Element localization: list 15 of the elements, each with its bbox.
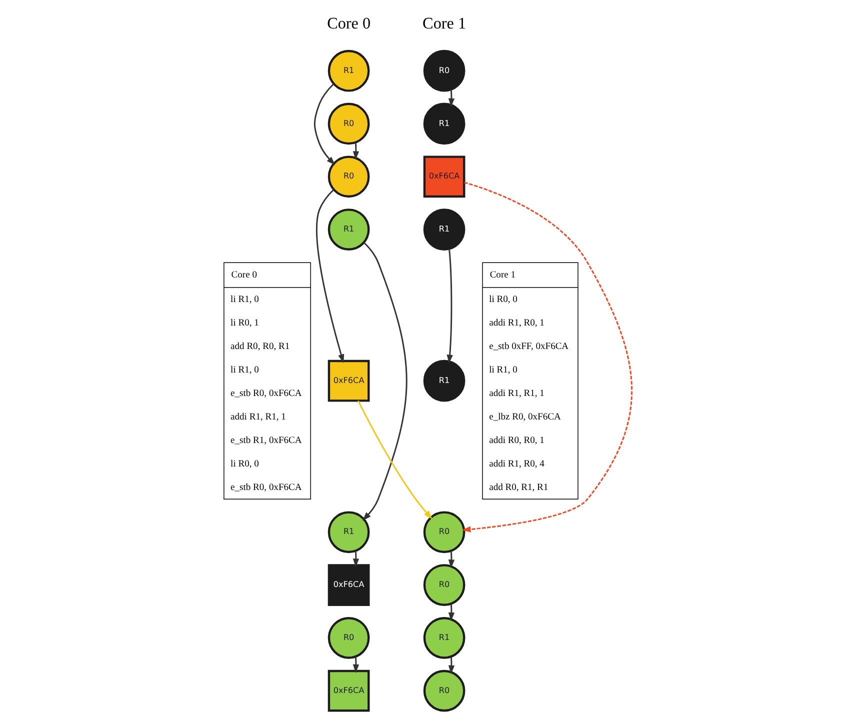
- arrow: [352, 550, 360, 568]
- arrow: [316, 189, 344, 364]
- arrow: [448, 604, 455, 622]
- arrow: [352, 656, 360, 674]
- label: Core 1: [422, 16, 466, 33]
- arrow: [448, 90, 455, 108]
- arrow: [448, 656, 455, 674]
- arrow: [362, 242, 408, 521]
- arrow: [352, 142, 360, 160]
- arrow: [314, 83, 336, 166]
- arrow: [448, 550, 455, 568]
- label: Core 0: [327, 16, 371, 33]
- arrow: [358, 400, 432, 520]
- arrow: [446, 248, 453, 364]
- arrow: [462, 182, 632, 532]
